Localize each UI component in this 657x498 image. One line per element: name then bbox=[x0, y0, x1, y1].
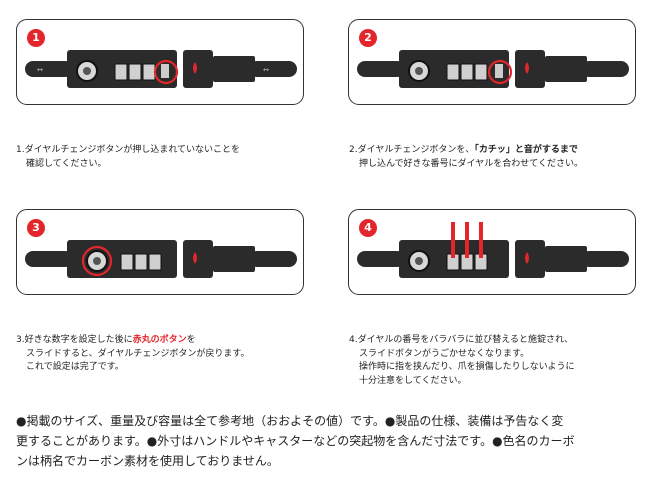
step-4-caption: 4.ダイヤルの番号をバラバラに並び替えると施錠され、 スライドボタンがうごかせな… bbox=[349, 334, 574, 388]
highlight-bars bbox=[451, 222, 483, 258]
highlight-circle bbox=[153, 59, 179, 85]
step-4-badge: 4 bbox=[359, 219, 377, 237]
step-2-badge: 2 bbox=[359, 29, 377, 47]
highlight-circle bbox=[81, 245, 113, 277]
lock-illustration-step-2 bbox=[357, 50, 629, 88]
note-line: ●掲載のサイズ、重量及び容量は全て参考地（おおよその値）です。●製品の仕様、装備… bbox=[16, 414, 564, 428]
lock-body: ⇿ ⇿ bbox=[25, 50, 297, 88]
caption-line: 確認してください。 bbox=[26, 158, 107, 169]
caption-line: 十分注意をしてください。 bbox=[359, 375, 467, 386]
caption-emphasis: 「カチッ」と音がするまで bbox=[474, 145, 578, 155]
caption-emphasis: 赤丸のボタン bbox=[132, 335, 187, 345]
caption-text: を bbox=[186, 335, 196, 345]
step-1-panel: 1 ⇿ ⇿ bbox=[16, 19, 304, 105]
lock-illustration-step-1: ⇿ ⇿ bbox=[25, 50, 297, 88]
caption-line: スライドボタンがうごかせなくなります。 bbox=[359, 348, 530, 359]
step-1-caption: 1.ダイヤルチェンジボタンが押し込まれていないことを 確認してください。 bbox=[16, 144, 240, 171]
lock-illustration-step-3 bbox=[25, 240, 297, 278]
caption-line: これで設定は完了です。 bbox=[26, 362, 124, 372]
step-3-badge: 3 bbox=[27, 219, 45, 237]
step-2-panel: 2 bbox=[348, 19, 636, 105]
step-2-caption: 2.ダイヤルチェンジボタンを、「カチッ」と音がするまで 押し込んで好きな番号にダ… bbox=[349, 144, 583, 171]
step-1-badge: 1 bbox=[27, 29, 45, 47]
caption-line: スライドすると、ダイヤルチェンジボタンが戻ります。 bbox=[26, 348, 250, 359]
note-line: 更することがあります。●外寸はハンドルやキャスターなどの突起物を含んだ寸法です。… bbox=[16, 434, 575, 448]
svg-text:⇿: ⇿ bbox=[37, 66, 43, 74]
caption-line: 2.ダイヤルチェンジボタンを、「カチッ」と音がするまで bbox=[349, 144, 583, 158]
disclaimer-note: ●掲載のサイズ、重量及び容量は全て参考地（おおよその値）です。●製品の仕様、装備… bbox=[16, 411, 644, 471]
caption-line: 押し込んで好きな番号にダイヤルを合わせてください。 bbox=[359, 158, 584, 169]
caption-line: 4.ダイヤルの番号をバラバラに並び替えると施錠され、 bbox=[349, 335, 574, 345]
caption-line: 1.ダイヤルチェンジボタンが押し込まれていないことを bbox=[16, 145, 241, 155]
step-3-panel: 3 bbox=[16, 209, 304, 295]
lock-illustration-step-4 bbox=[357, 222, 629, 278]
caption-line: 3.好きな数字を設定した後に赤丸のボタンを bbox=[16, 334, 249, 348]
note-line: ンは柄名でカーボン素材を使用しておりません。 bbox=[16, 454, 279, 468]
step-4-panel: 4 bbox=[348, 209, 636, 295]
step-3-caption: 3.好きな数字を設定した後に赤丸のボタンを スライドすると、ダイヤルチェンジボタ… bbox=[16, 334, 249, 375]
caption-text: 2.ダイヤルチェンジボタンを、 bbox=[349, 145, 475, 155]
svg-text:⇿: ⇿ bbox=[263, 66, 269, 74]
caption-text: 3.好きな数字を設定した後に bbox=[16, 335, 133, 345]
caption-line: 操作時に指を挟んだり、爪を損傷したりしないように bbox=[359, 362, 575, 372]
highlight-circle bbox=[487, 59, 513, 85]
